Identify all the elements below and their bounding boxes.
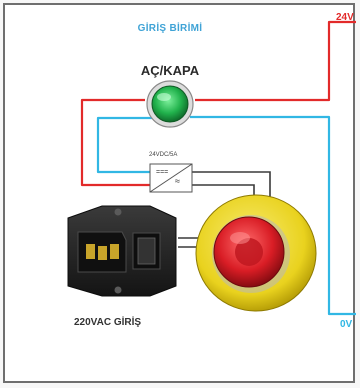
pilot-lamp-icon <box>146 80 194 128</box>
emergency-stop-icon <box>195 194 317 312</box>
positive-wire <box>80 20 356 187</box>
voltage-0v-label: 0V <box>340 319 353 330</box>
section-title: GİRİŞ BİRİMİ <box>137 23 203 34</box>
power-supply-symbol <box>149 163 193 193</box>
switch-label: AÇ/KAPA <box>140 63 200 78</box>
power-inlet-icon <box>67 205 177 297</box>
psu-ac-symbol: ≈ <box>175 176 180 186</box>
input-label: 220VAC GİRİŞ <box>74 317 142 328</box>
diagram-panel <box>3 3 355 383</box>
zero-wire <box>96 115 356 316</box>
voltage-24v-label: 24V <box>336 12 354 23</box>
psu-dc-symbol: === <box>156 169 169 176</box>
psu-rating: 24VDC/5A <box>149 152 178 158</box>
